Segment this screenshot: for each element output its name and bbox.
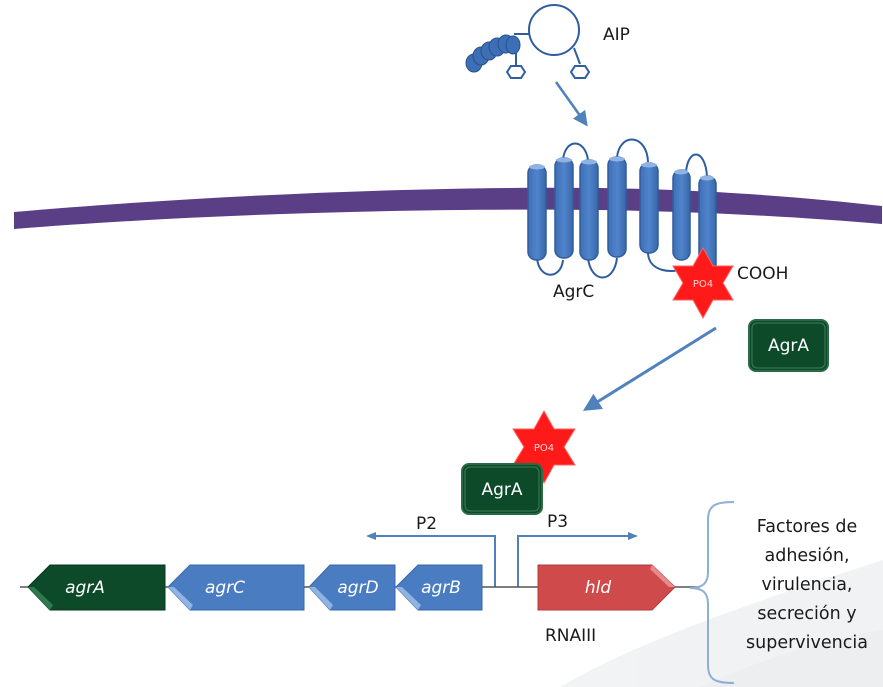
agra-free-label: AgrA [768, 336, 809, 356]
hexagon-icon [569, 65, 591, 79]
gene-agrB-label: agrB [421, 578, 461, 598]
aip-tail-beads [465, 34, 521, 73]
p3-label: P3 [547, 512, 568, 532]
agra-box-free: AgrA [748, 319, 829, 372]
po4-label: PO4 [693, 279, 713, 290]
agra-bound-label: AgrA [481, 480, 522, 500]
factors-line: secreción y [757, 604, 857, 624]
p2-promoter: P2 [366, 514, 496, 587]
factors-line: adhesión, [764, 546, 850, 566]
cell-membrane [14, 187, 882, 229]
agrc-helices [527, 156, 717, 275]
aip-binding-arrow [554, 81, 588, 127]
cooh-label: COOH [737, 264, 788, 284]
factors-line: Factores de [756, 517, 858, 537]
gene-agrA-label: agrA [65, 578, 105, 598]
gene-agrC: agrC [167, 564, 305, 611]
phosphorylation-arrow [582, 326, 717, 411]
agrc-receptor: AgrC [527, 138, 717, 302]
gene-hld: hld [537, 564, 676, 611]
agrc-label: AgrC [553, 282, 594, 302]
aip-label: AIP [603, 25, 630, 45]
po4-bound-label: PO4 [534, 443, 554, 454]
aip-peptide: AIP [465, 4, 630, 79]
gene-hld-label: hld [585, 578, 611, 598]
curly-brace [689, 501, 735, 684]
hexagon-icon [505, 65, 527, 79]
gene-agrB: agrB [395, 564, 483, 611]
background-watermark [560, 560, 883, 687]
p3-promoter: P3 [517, 512, 638, 587]
factors-line: supervivencia [746, 633, 868, 653]
gene-agrD-label: agrD [337, 578, 378, 598]
gene-agrC-label: agrC [205, 578, 245, 598]
factors-line: virulencia, [761, 575, 853, 595]
agra-box-bound: AgrA [461, 463, 543, 515]
gene-agrD: agrD [308, 564, 396, 611]
rnaiii-label: RNAIII [545, 626, 596, 646]
phosphate-star-membrane: PO4 [672, 246, 734, 320]
target-factors-text: Factores de adhesión, virulencia, secrec… [732, 513, 882, 658]
gene-agrA: agrA [27, 564, 166, 611]
p2-label: P2 [416, 514, 437, 534]
